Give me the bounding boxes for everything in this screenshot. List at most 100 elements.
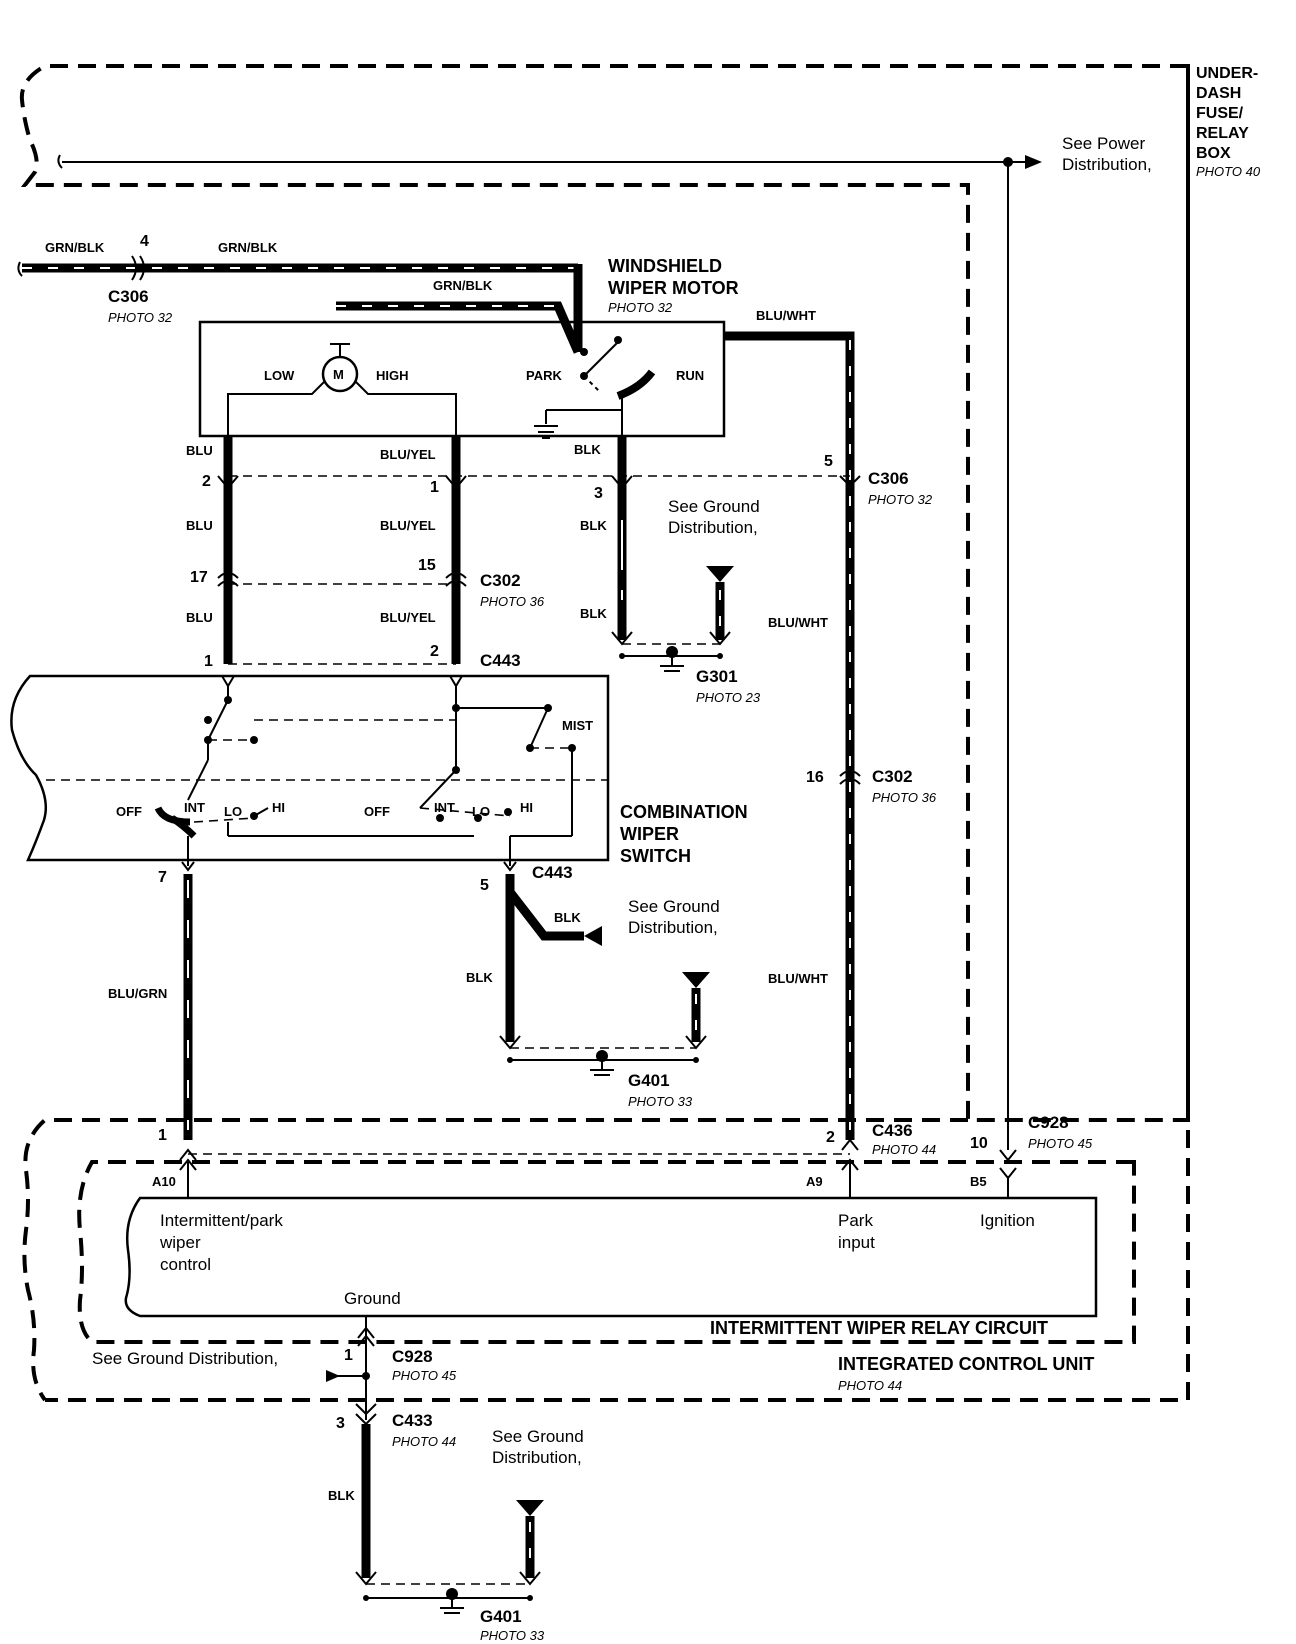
switch-off-1: OFF [116,804,142,819]
integrated-control-unit: INTERMITTENT WIPER RELAY CIRCUIT INTEGRA… [22,1118,1136,1402]
wire-label-blu-wht-2: BLU/WHT [768,615,828,630]
icu-ignition: Ignition [980,1211,1035,1230]
blu-wire: BLU BLU BLU 2 17 1 [186,436,239,670]
icu-park-line-1: Park [838,1211,873,1230]
icu-pin-a9: A9 [806,1174,823,1189]
see-power-line-1: See Power [1062,134,1145,153]
motor-photo: PHOTO 32 [608,300,673,315]
ground-arrow-icon-3 [516,1500,544,1516]
switch-hi-1: HI [272,800,285,815]
icu-pin-b5: B5 [970,1174,987,1189]
wire-label-blu-1: BLU [186,443,213,458]
fuse-box-title-3: FUSE/ [1196,105,1244,122]
connector-c302-left-photo: PHOTO 36 [480,594,545,609]
connector-c433-photo: PHOTO 44 [392,1434,456,1449]
switch-lo-1: LO [224,804,242,819]
blu-yel-wire: BLU/YEL BLU/YEL BLU/YEL 1 15 C302 PHOTO … [380,436,545,670]
icu-intermittent-line-2: wiper [159,1233,201,1252]
fuse-box-title-2: DASH [1196,85,1241,102]
connector-c302-left: C302 [480,571,521,590]
wire-label-blu-yel-3: BLU/YEL [380,610,436,625]
ground-g301: G301 [696,667,738,686]
pin-c436-1: 1 [158,1127,167,1144]
fuse-box-title-1: UNDER- [1196,65,1258,82]
pin-c443-2: 2 [430,643,439,660]
icu-title: INTEGRATED CONTROL UNIT [838,1354,1094,1374]
switch-hi-2: HI [520,800,533,815]
pin-c306-1: 1 [430,479,439,496]
see-ground-inline: See Ground Distribution, [92,1349,278,1368]
wire-label-blk-6: BLK [328,1488,355,1503]
ground-g401-2: G401 [480,1607,522,1626]
wire-label-grn-blk-2: GRN/BLK [218,240,278,255]
wire-label-blk-1: BLK [574,442,601,457]
combination-wiper-switch: COMBINATION WIPER SWITCH OFF INT LO HI [10,674,748,872]
ground-arrow-small-icon [326,1370,340,1382]
motor-m: M [333,367,344,382]
switch-mist: MIST [562,718,593,733]
pin-c306-5: 5 [824,453,833,470]
pin-c302-15: 15 [418,557,436,574]
icu-photo: PHOTO 44 [838,1378,902,1393]
switch-int-1: INT [184,800,205,815]
wire-label-blu-wht-1: BLU/WHT [756,308,816,323]
connector-c302-right-photo: PHOTO 36 [872,790,937,805]
pin-c443-5: 5 [480,877,489,894]
wiper-motor: WINDSHIELD WIPER MOTOR PHOTO 32 M LOW HI… [198,256,739,439]
pin-c306-2: 2 [202,473,211,490]
wire-label-blk-4: BLK [554,910,581,925]
connector-c928-right-photo: PHOTO 45 [1028,1136,1093,1151]
connector-c306-top-photo: PHOTO 32 [108,310,173,325]
wire-label-blk-3: BLK [580,606,607,621]
connector-c436: C436 [872,1121,913,1140]
wire-label-blu-yel-1: BLU/YEL [380,447,436,462]
ground-arrow-icon [706,566,734,582]
motor-park: PARK [526,368,562,383]
switch-title-3: SWITCH [620,846,691,866]
blk-motor-ground: BLK BLK BLK 3 See Ground Distribution, G… [574,436,761,705]
power-feed [57,154,1042,1162]
connector-c928-bottom-photo: PHOTO 45 [392,1368,457,1383]
connector-c928-right: C928 [1028,1113,1069,1132]
motor-title-1: WINDSHIELD [608,256,722,276]
wire-label-blu-grn: BLU/GRN [108,986,167,1001]
pin-c302-16: 16 [806,769,824,786]
wire-label-grn-blk-3: GRN/BLK [433,278,493,293]
see-ground-3-line-2: Distribution, [492,1448,582,1467]
icu-ground-wire: 1 C928 PHOTO 45 See Ground Distribution,… [92,1316,584,1643]
connector-c306-top: C306 [108,287,149,306]
ground-g401-1: G401 [628,1071,670,1090]
wire-label-blk-5: BLK [466,970,493,985]
ground-g401-1-photo: PHOTO 33 [628,1094,693,1109]
wire-label-blu-yel-2: BLU/YEL [380,518,436,533]
pin-c302-17: 17 [190,569,208,586]
fuse-relay-box: UNDER- DASH FUSE/ RELAY BOX PHOTO 40 See… [19,64,1261,1402]
connector-c436-photo: PHOTO 44 [872,1142,936,1157]
ground-symbol-icon [660,646,684,672]
switch-lo-2: LO [472,804,490,819]
pin-c433-3: 3 [336,1415,345,1432]
wire-label-blu-wht-3: BLU/WHT [768,971,828,986]
blu-grn-wire: 7 BLU/GRN 1 [108,869,197,1161]
see-ground-1-line-1: See Ground [668,497,760,516]
connector-c443-top: C443 [480,651,521,670]
pin-c928-10: 10 [970,1135,988,1152]
wire-label-blu-3: BLU [186,610,213,625]
motor-low: LOW [264,368,295,383]
icu-intermittent-line-1: Intermittent/park [160,1211,283,1230]
fuse-box-title-5: BOX [1196,145,1231,162]
power-arrow-icon [1025,155,1042,169]
ground-arrow-left-icon [584,926,602,946]
switch-off-2: OFF [364,804,390,819]
switch-int-2: INT [434,800,455,815]
ground-g401-2-photo: PHOTO 33 [480,1628,545,1643]
see-ground-3-line-1: See Ground [492,1427,584,1446]
ground-symbol-icon-3 [440,1588,464,1614]
motor-run: RUN [676,368,704,383]
pin-c928-1: 1 [344,1347,353,1364]
connector-c302-right: C302 [872,767,913,786]
c436-c928-labels: 2 C436 PHOTO 44 10 C928 PHOTO 45 [826,1113,1093,1157]
pin-c306-3: 3 [594,485,603,502]
see-ground-2-line-2: Distribution, [628,918,718,937]
